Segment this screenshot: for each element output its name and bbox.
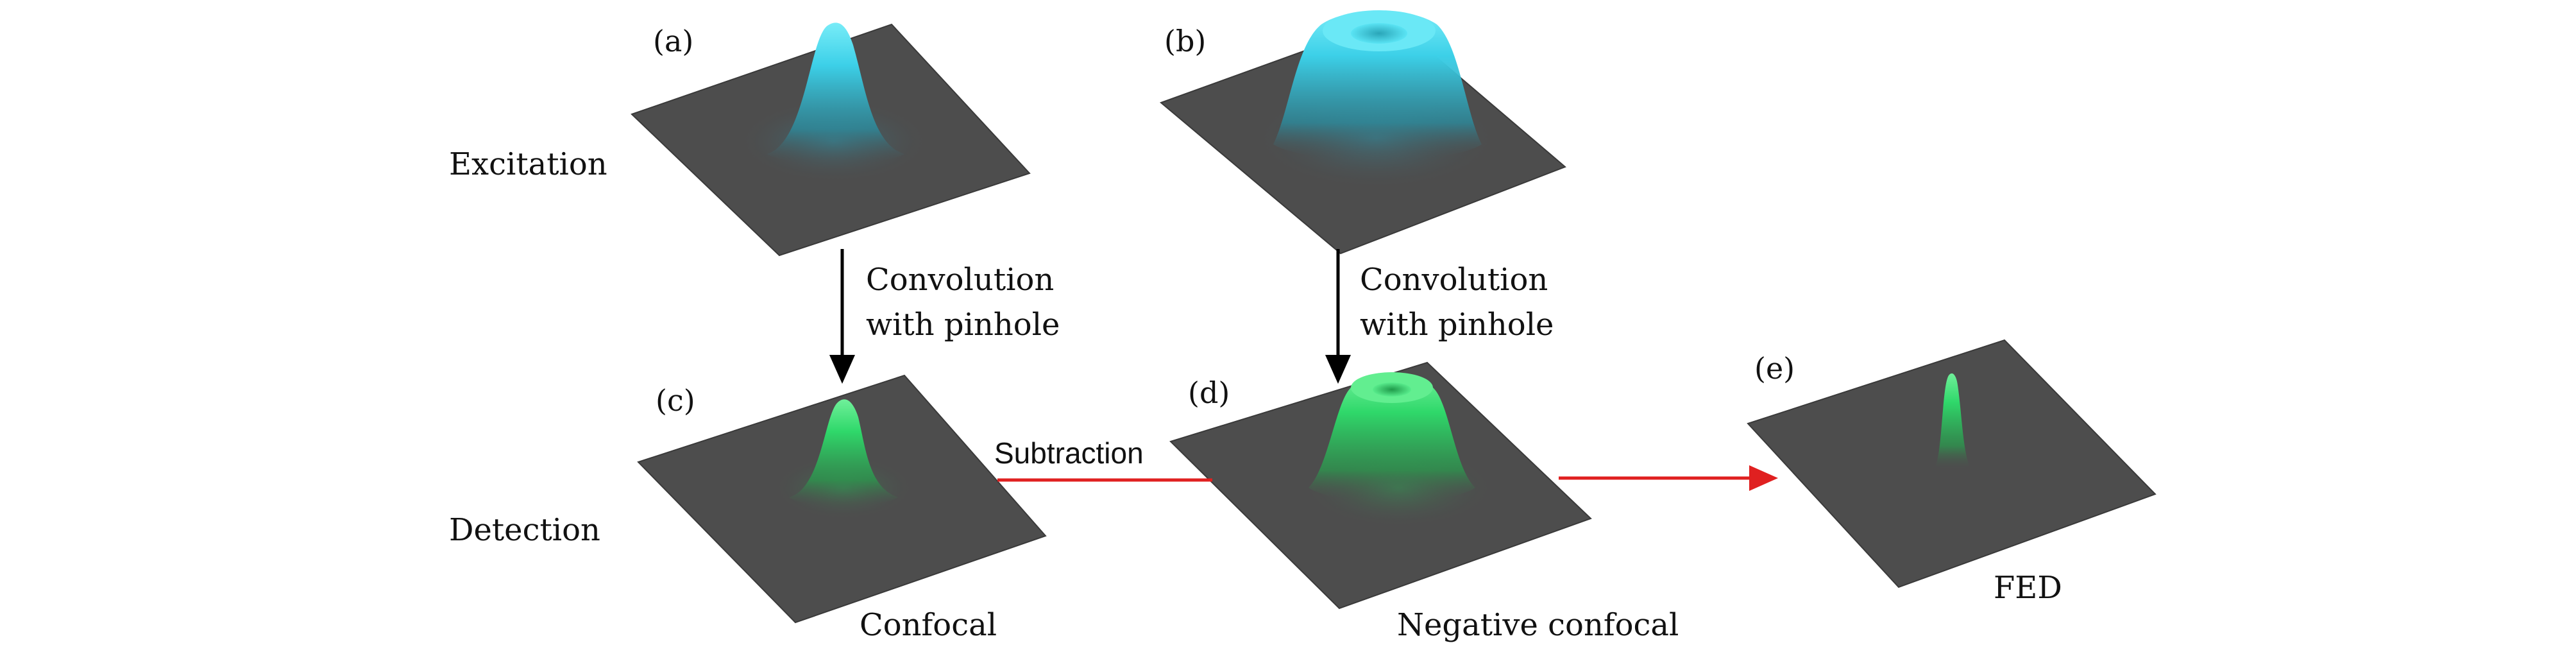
panel-b: (b) — [1160, 10, 1566, 255]
panel-c-label: (c) — [656, 383, 695, 418]
arrow-b-to-d: Convolution with pinhole — [1325, 249, 1554, 384]
arrow-c-to-d: Subtraction — [994, 436, 1212, 482]
panel-e: (e) FED — [1747, 339, 2157, 606]
panel-a: (a) — [631, 22, 1031, 257]
panel-c-peak — [789, 399, 898, 507]
panel-d-label: (d) — [1188, 375, 1230, 410]
panel-a-peak — [767, 22, 904, 165]
arrow-c-to-d-label: Subtraction — [994, 436, 1144, 470]
panel-e-caption: FED — [1994, 570, 2062, 606]
panel-d-donut-hole — [1373, 382, 1411, 397]
panel-a-label: (a) — [653, 24, 693, 58]
panel-b-donut-hole — [1351, 23, 1407, 44]
panel-b-peak — [1273, 11, 1482, 160]
panel-d: (d) Negative confocal — [1169, 361, 1679, 643]
arrow-a-to-c: Convolution with pinhole — [829, 249, 1060, 384]
arrow-a-to-c-line1: Convolution — [866, 262, 1054, 298]
row-label-detection: Detection — [449, 512, 600, 548]
arrow-b-to-d-line2: with pinhole — [1360, 307, 1554, 343]
panel-d-peak — [1309, 373, 1475, 502]
arrow-b-to-d-line1: Convolution — [1360, 262, 1548, 298]
panel-e-peak — [1936, 373, 1969, 470]
arrow-a-to-c-line2: with pinhole — [866, 307, 1060, 343]
panel-c-caption: Confocal — [860, 607, 997, 643]
panel-b-label: (b) — [1164, 24, 1206, 58]
panel-c: (c) Confocal — [637, 374, 1047, 643]
row-label-excitation: Excitation — [449, 146, 607, 182]
panel-d-caption: Negative confocal — [1397, 607, 1679, 643]
panel-e-label: (e) — [1754, 351, 1795, 386]
